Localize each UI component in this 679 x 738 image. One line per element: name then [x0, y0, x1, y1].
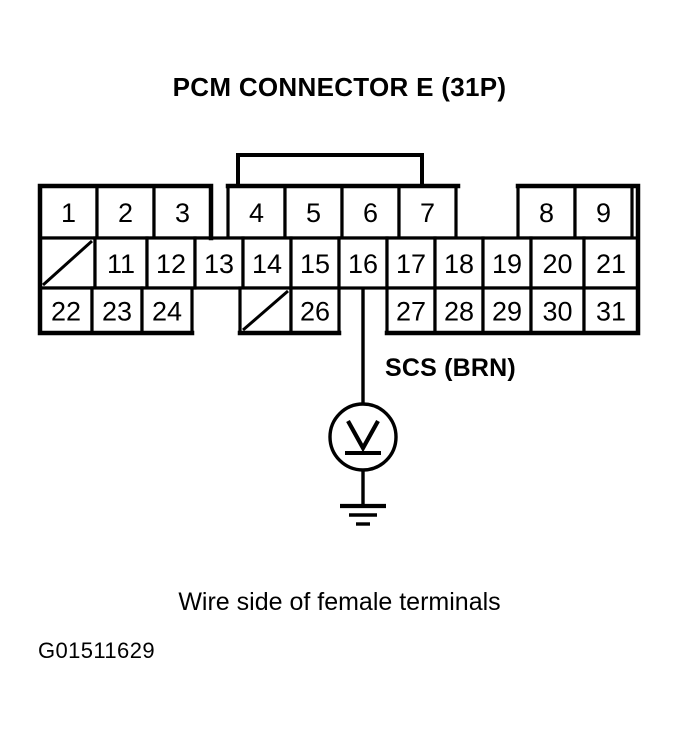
terminal-number: 4 [249, 198, 264, 228]
terminal-cell: 1 [38, 184, 99, 240]
terminal-cell: 13 [193, 236, 245, 290]
terminal-cell: 29 [481, 286, 533, 335]
ground-symbol [340, 470, 386, 526]
terminal-cell: 22 [38, 286, 94, 335]
terminal-number: 19 [492, 249, 522, 279]
terminal-cell: 20 [529, 236, 586, 290]
terminal-cell: 14 [241, 236, 293, 290]
terminal-number: 31 [596, 297, 626, 327]
terminal-number: 20 [542, 249, 572, 279]
terminal-number: 17 [396, 249, 426, 279]
terminal-number: 28 [444, 297, 474, 327]
terminal-cell: 31 [582, 286, 640, 335]
terminal-cell: 19 [481, 236, 533, 290]
terminal-cell: 24 [140, 286, 194, 335]
terminal-cell: 5 [283, 184, 344, 240]
terminal-number: 30 [542, 297, 572, 327]
terminal-cell-blank [238, 286, 293, 335]
terminal-cell: 4 [226, 184, 287, 240]
page-title: PCM CONNECTOR E (31P) [172, 72, 507, 102]
terminal-number: 29 [492, 297, 522, 327]
terminal-number: 1 [61, 198, 76, 228]
terminal-number: 16 [348, 249, 378, 279]
terminal-cell: 3 [152, 184, 213, 240]
terminal-number: 7 [420, 198, 435, 228]
terminal-cell: 30 [529, 286, 586, 335]
terminal-number: 2 [118, 198, 133, 228]
terminal-cell: 26 [289, 286, 341, 335]
terminal-cell: 27 [385, 286, 437, 335]
terminal-number: 18 [444, 249, 474, 279]
voltmeter-symbol [328, 402, 398, 472]
terminal-cell: 18 [433, 236, 485, 290]
terminal-cell: 2 [95, 184, 156, 240]
terminal-number: 15 [300, 249, 330, 279]
connector-locking-tab [236, 153, 424, 188]
terminal-number: 12 [156, 249, 186, 279]
terminal-cell: 23 [90, 286, 144, 335]
terminal-number: 24 [152, 297, 182, 327]
terminal-number: 5 [306, 198, 321, 228]
terminal-number: 3 [175, 198, 190, 228]
terminal-cell: 28 [433, 286, 485, 335]
terminal-cell: 8 [516, 184, 577, 240]
figure-caption: Wire side of female terminals [178, 588, 501, 616]
terminal-number: 13 [204, 249, 234, 279]
terminal-cell: 7 [397, 184, 458, 240]
terminal-number: 23 [102, 297, 132, 327]
terminal-cell: 17 [385, 236, 437, 290]
terminal-cell-blank [38, 236, 97, 290]
terminal-number: 11 [107, 249, 135, 279]
terminal-number: 22 [51, 297, 81, 327]
terminal-cell: 21 [582, 236, 640, 290]
terminal-cell: 15 [289, 236, 341, 290]
terminal-number: 8 [539, 198, 554, 228]
figure-id: G01511629 [38, 638, 155, 663]
terminal-number: 26 [300, 297, 330, 327]
terminal-cell: 6 [340, 184, 401, 240]
wire-label-scs-brn: SCS (BRN) [385, 354, 516, 382]
terminal-cell: 9 [573, 184, 634, 240]
terminal-number: 9 [596, 198, 611, 228]
terminal-number: 21 [596, 249, 626, 279]
terminal-number: 14 [252, 249, 282, 279]
terminal-number: 27 [396, 297, 426, 327]
terminal-cell: 11 [93, 236, 149, 290]
terminal-cell: 16 [337, 236, 389, 290]
measurement-circuit [328, 288, 398, 526]
terminal-cell: 12 [145, 236, 197, 290]
terminal-number: 6 [363, 198, 378, 228]
